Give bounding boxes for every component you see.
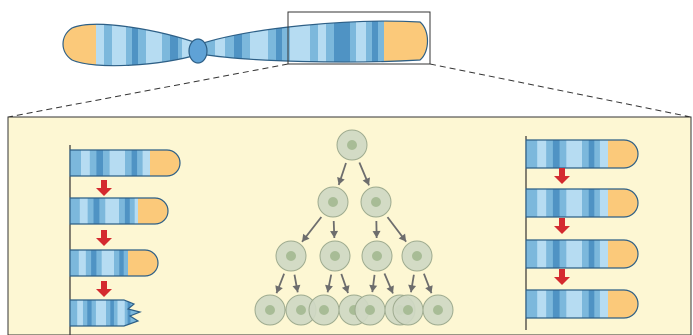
cell-gen3-1 (275, 240, 307, 272)
division-arrow-3 (301, 216, 323, 243)
middle-panel-cell-divisions (254, 129, 454, 326)
cell-gen3-4 (401, 240, 433, 272)
cell-gen2-2 (360, 186, 392, 218)
red-arrow-left-3 (96, 281, 112, 297)
division-arrow-11 (369, 274, 378, 293)
right-chromosome-segment-3 (525, 239, 639, 269)
division-arrow-6 (386, 216, 407, 243)
division-arrow-4 (330, 220, 339, 239)
top-chromosome (62, 20, 429, 67)
chromosome-left-arm (62, 23, 201, 67)
right-chromosome-segment-1 (525, 139, 639, 169)
left-chromosome-segment-3 (69, 249, 159, 277)
cell-gen4-8 (422, 294, 454, 326)
division-arrow-7 (275, 273, 285, 294)
cell-gen4-1 (254, 294, 286, 326)
division-arrow-14 (423, 273, 433, 294)
right-chromosome-segment-4 (525, 289, 639, 319)
cell-gen1-1 (336, 129, 368, 161)
division-arrow-13 (408, 274, 417, 293)
zoom-line-right (429, 63, 692, 118)
zoom-line-left (7, 63, 289, 118)
division-arrow-8 (292, 274, 301, 293)
cell-gen4-5 (354, 294, 386, 326)
cell-gen3-3 (361, 240, 393, 272)
red-arrow-right-2 (554, 218, 570, 234)
centromere (188, 38, 208, 64)
division-arrow-2 (358, 162, 370, 186)
red-arrow-right-3 (554, 269, 570, 285)
division-arrow-9 (325, 274, 333, 293)
zoom-box (287, 11, 431, 65)
division-arrow-5 (372, 220, 381, 239)
cell-gen4-7 (392, 294, 424, 326)
chromosome-right-arm (199, 20, 429, 63)
left-chromosome-segment-2 (69, 197, 169, 225)
cell-gen2-1 (317, 186, 349, 218)
red-arrow-left-2 (96, 230, 112, 246)
right-chromosome-segment-2 (525, 188, 639, 218)
right-panel-maintained (525, 136, 639, 330)
left-chromosome-segment-1 (69, 149, 181, 177)
division-arrow-10 (340, 273, 350, 294)
red-arrow-left-1 (96, 180, 112, 196)
division-arrow-1 (337, 162, 347, 186)
red-arrow-right-1 (554, 168, 570, 184)
cell-gen3-2 (319, 240, 351, 272)
cell-gen4-3 (308, 294, 340, 326)
left-panel-shortening (69, 145, 181, 335)
division-arrow-12 (383, 273, 394, 294)
left-chromosome-segment-4 (69, 299, 142, 327)
